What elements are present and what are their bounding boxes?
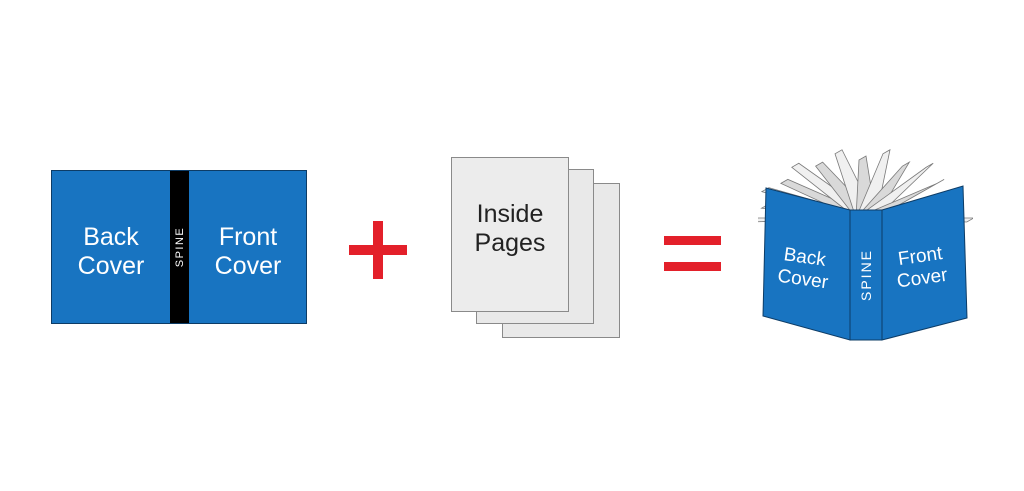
flat-back-cover-line-1: Back bbox=[83, 223, 139, 251]
plus-sign bbox=[349, 221, 407, 279]
flat-front-cover-line-1: Front bbox=[218, 223, 278, 251]
inside-pages-label: Inside Pages bbox=[451, 200, 569, 258]
inside-page-front bbox=[451, 157, 569, 312]
open-book-spine-label: SPINE bbox=[858, 249, 874, 301]
flat-back-cover-label: Back Cover bbox=[52, 223, 170, 281]
flat-back-cover-line-2: Cover bbox=[77, 252, 145, 280]
open-book: SPINE Back Cover Front Cover bbox=[758, 148, 973, 341]
flat-front-cover-line-2: Cover bbox=[214, 252, 282, 280]
inside-pages-line-2: Pages bbox=[474, 229, 546, 257]
flat-spine: SPINE bbox=[170, 171, 189, 323]
equals-top-bar bbox=[664, 236, 721, 245]
flat-front-cover-label: Front Cover bbox=[189, 223, 307, 281]
open-book-spine bbox=[849, 209, 883, 341]
equals-bottom-bar bbox=[664, 262, 721, 271]
plus-vertical-bar bbox=[373, 221, 383, 279]
inside-pages-line-1: Inside bbox=[476, 200, 544, 228]
flat-spine-label: SPINE bbox=[173, 226, 186, 268]
flat-cover: Back Cover SPINE Front Cover bbox=[51, 170, 307, 324]
